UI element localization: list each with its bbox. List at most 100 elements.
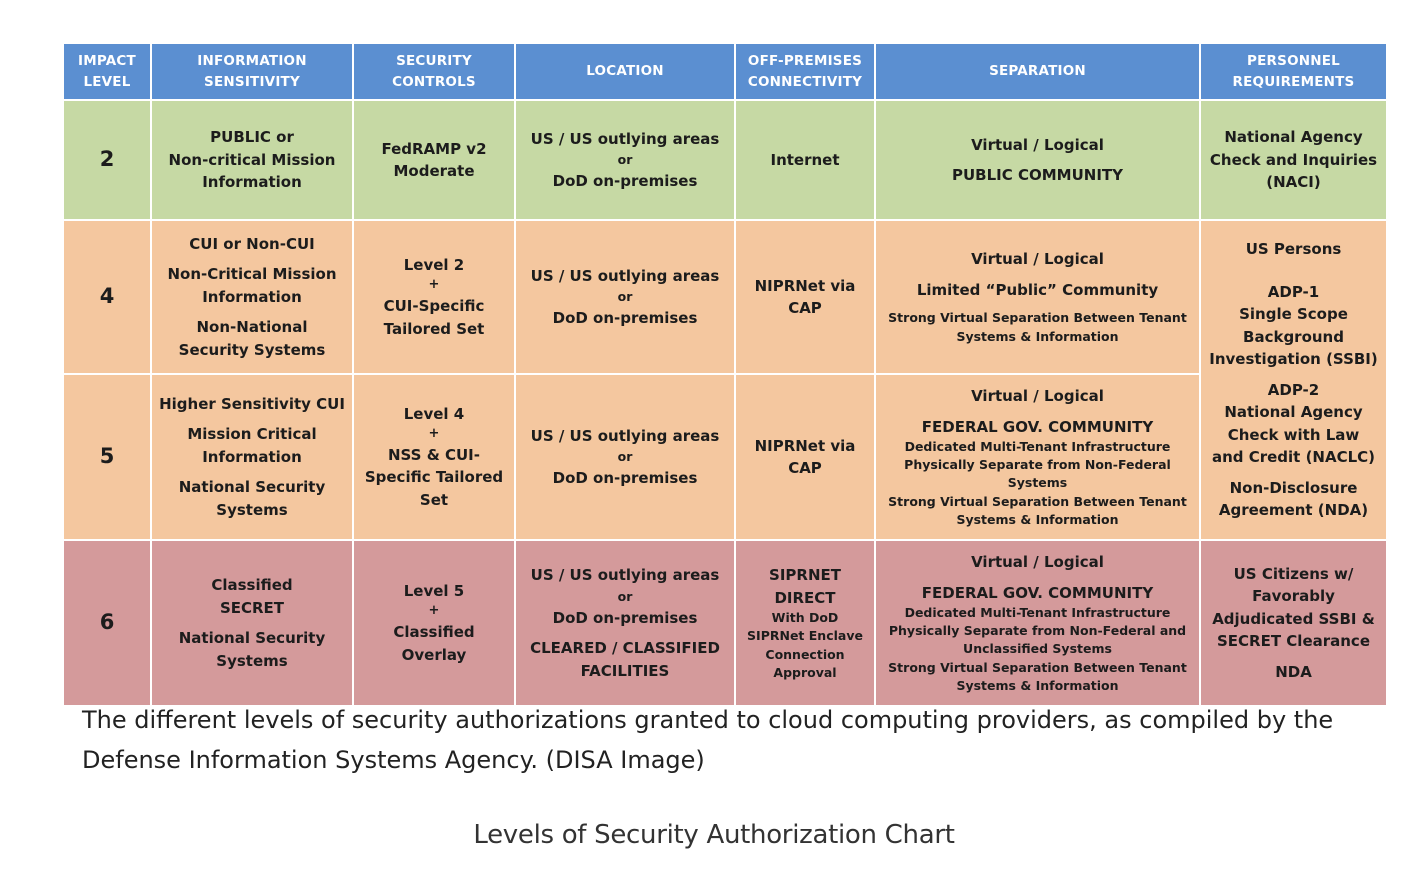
cell-text: FACILITIES [580, 661, 670, 680]
controls-cell: Level 2 + CUI-Specific Tailored Set [352, 219, 516, 375]
cell-text: Non-critical Mission [168, 150, 336, 169]
cell-text: + [428, 603, 440, 619]
cell-text: NDA [1275, 662, 1312, 681]
cell-text: Strong Virtual Separation Between Tenant [888, 310, 1187, 326]
cell-text: or [617, 289, 633, 304]
cell-text: Investigation (SSBI) [1209, 350, 1378, 369]
cell-text: DoD on-premises [552, 469, 698, 487]
separation-cell: Virtual / Logical PUBLIC COMMUNITY [874, 99, 1201, 221]
cell-text: FEDERAL GOV. COMMUNITY [921, 417, 1154, 436]
cell-text: Systems & Information [956, 511, 1119, 527]
cell-text: Classified [393, 623, 475, 642]
cell-text: Classified [211, 576, 293, 594]
cell-text: FedRAMP v2 [381, 139, 487, 158]
cell-text: With DoD [771, 610, 839, 626]
cell-text: + [428, 426, 440, 442]
cell-text: Systems [216, 651, 288, 670]
cell-text: or [617, 588, 633, 604]
cell-text: Check and Inquiries [1209, 150, 1378, 169]
sensitivity-cell: Higher Sensitivity CUI Mission Critical … [150, 373, 354, 541]
cell-text: Information [202, 287, 302, 306]
cell-text: Higher Sensitivity CUI [159, 394, 345, 413]
sensitivity-cell: Classified SECRET National Security Syst… [150, 539, 354, 707]
cell-text: Agreement (NDA) [1218, 501, 1369, 520]
cell-text: Strong Virtual Separation Between Tenant [888, 493, 1187, 509]
cell-text: or [617, 152, 633, 167]
cell-text: CUI or Non-CUI [189, 234, 315, 253]
connectivity-cell: NIPRNet via CAP [734, 373, 876, 541]
cell-text: (NACI) [1266, 173, 1321, 192]
cell-text: CUI-Specific [383, 297, 485, 316]
controls-cell: Level 5 + Classified Overlay [352, 539, 516, 707]
cell-text: US Persons [1245, 240, 1342, 259]
cell-text: Strong Virtual Separation Between Tenant [888, 659, 1187, 675]
cell-text: Single Scope [1239, 305, 1348, 324]
cell-text: SIPRNET [769, 566, 841, 585]
cell-text: CAP [788, 299, 822, 317]
header-location: LOCATION [514, 42, 736, 101]
cell-text: and Credit (NACLC) [1211, 448, 1376, 467]
cell-text: DIRECT [774, 588, 836, 607]
cell-text: Approval [773, 664, 837, 680]
cell-text: FEDERAL GOV. COMMUNITY [921, 583, 1154, 602]
connectivity-cell: Internet [734, 99, 876, 221]
cell-text: Favorably [1252, 587, 1335, 606]
cell-text: Internet [770, 150, 840, 169]
cell-text: Unclassified Systems [963, 641, 1112, 657]
cell-text: Non-Critical Mission [167, 265, 337, 284]
cell-text: Overlay [401, 645, 467, 664]
cell-text: or [617, 449, 633, 464]
cell-text: US / US outlying areas [530, 266, 720, 285]
cell-text: National Security [178, 629, 326, 647]
cell-text: NSS & CUI- [387, 445, 480, 464]
cell-text: Level 4 [403, 404, 465, 423]
cell-text: Non-Disclosure [1229, 478, 1358, 497]
separation-cell: Virtual / Logical FEDERAL GOV. COMMUNITY… [874, 539, 1201, 707]
connectivity-cell: NIPRNet via CAP [734, 219, 876, 375]
cell-text: Information [202, 447, 302, 466]
cell-text: SIPRNet Enclave [747, 628, 863, 644]
sensitivity-cell: CUI or Non-CUI Non-Critical Mission Info… [150, 219, 354, 375]
cell-text: Level 5 [403, 581, 465, 600]
header-separation: SEPARATION [874, 42, 1201, 101]
cell-text: Limited “Public” Community [916, 280, 1159, 299]
cell-text: Information [202, 173, 302, 192]
cell-text: US Citizens w/ [1233, 564, 1354, 583]
cell-text: NIPRNet via [754, 276, 856, 295]
sensitivity-cell: PUBLIC or Non-critical Mission Informati… [150, 99, 354, 221]
cell-text: Tailored Set [383, 319, 485, 338]
security-levels-table: IMPACT LEVEL INFORMATION SENSITIVITY SEC… [62, 42, 1388, 707]
connectivity-cell: SIPRNET DIRECT With DoD SIPRNet Enclave … [734, 539, 876, 707]
cell-text: Adjudicated SSBI & [1212, 609, 1375, 628]
cell-text: DoD on-premises [552, 608, 698, 627]
impact-level-cell: 2 [62, 99, 152, 221]
cell-text: Systems [216, 500, 288, 519]
cell-text: DoD on-premises [552, 172, 698, 190]
location-cell: US / US outlying areas or DoD on-premise… [514, 219, 736, 375]
cell-text: Systems & Information [956, 677, 1119, 693]
controls-cell: FedRAMP v2 Moderate [352, 99, 516, 221]
impact-level-cell: 5 [62, 373, 152, 541]
cell-text: Mission Critical [187, 425, 317, 444]
cell-text: Specific Tailored [364, 468, 504, 487]
cell-text: Virtual / Logical [971, 135, 1104, 154]
cell-text: Connection [765, 646, 845, 662]
cell-text: Non-National [196, 318, 308, 337]
chart-title: Levels of Security Authorization Chart [473, 820, 955, 850]
cell-text: CLEARED / CLASSIFIED [530, 639, 720, 657]
header-personnel-requirements: PERSONNEL REQUIREMENTS [1199, 42, 1388, 101]
header-security-controls: SECURITY CONTROLS [352, 42, 516, 101]
cell-text: Set [419, 490, 449, 509]
location-cell: US / US outlying areas or DoD on-premise… [514, 373, 736, 541]
cell-text: Security Systems [178, 340, 326, 359]
cell-text: Moderate [393, 162, 475, 180]
cell-text: Dedicated Multi-Tenant Infrastructure [904, 439, 1171, 455]
cell-text: Systems [1007, 475, 1068, 491]
header-impact-level: IMPACT LEVEL [62, 42, 152, 101]
cell-text: US / US outlying areas [530, 566, 720, 584]
cell-text: National Agency [1224, 128, 1363, 147]
cell-text: DoD on-premises [552, 309, 698, 327]
cell-text: US / US outlying areas [530, 426, 720, 445]
header-row: IMPACT LEVEL INFORMATION SENSITIVITY SEC… [62, 42, 1388, 101]
cell-text: Systems & Information [956, 328, 1119, 344]
